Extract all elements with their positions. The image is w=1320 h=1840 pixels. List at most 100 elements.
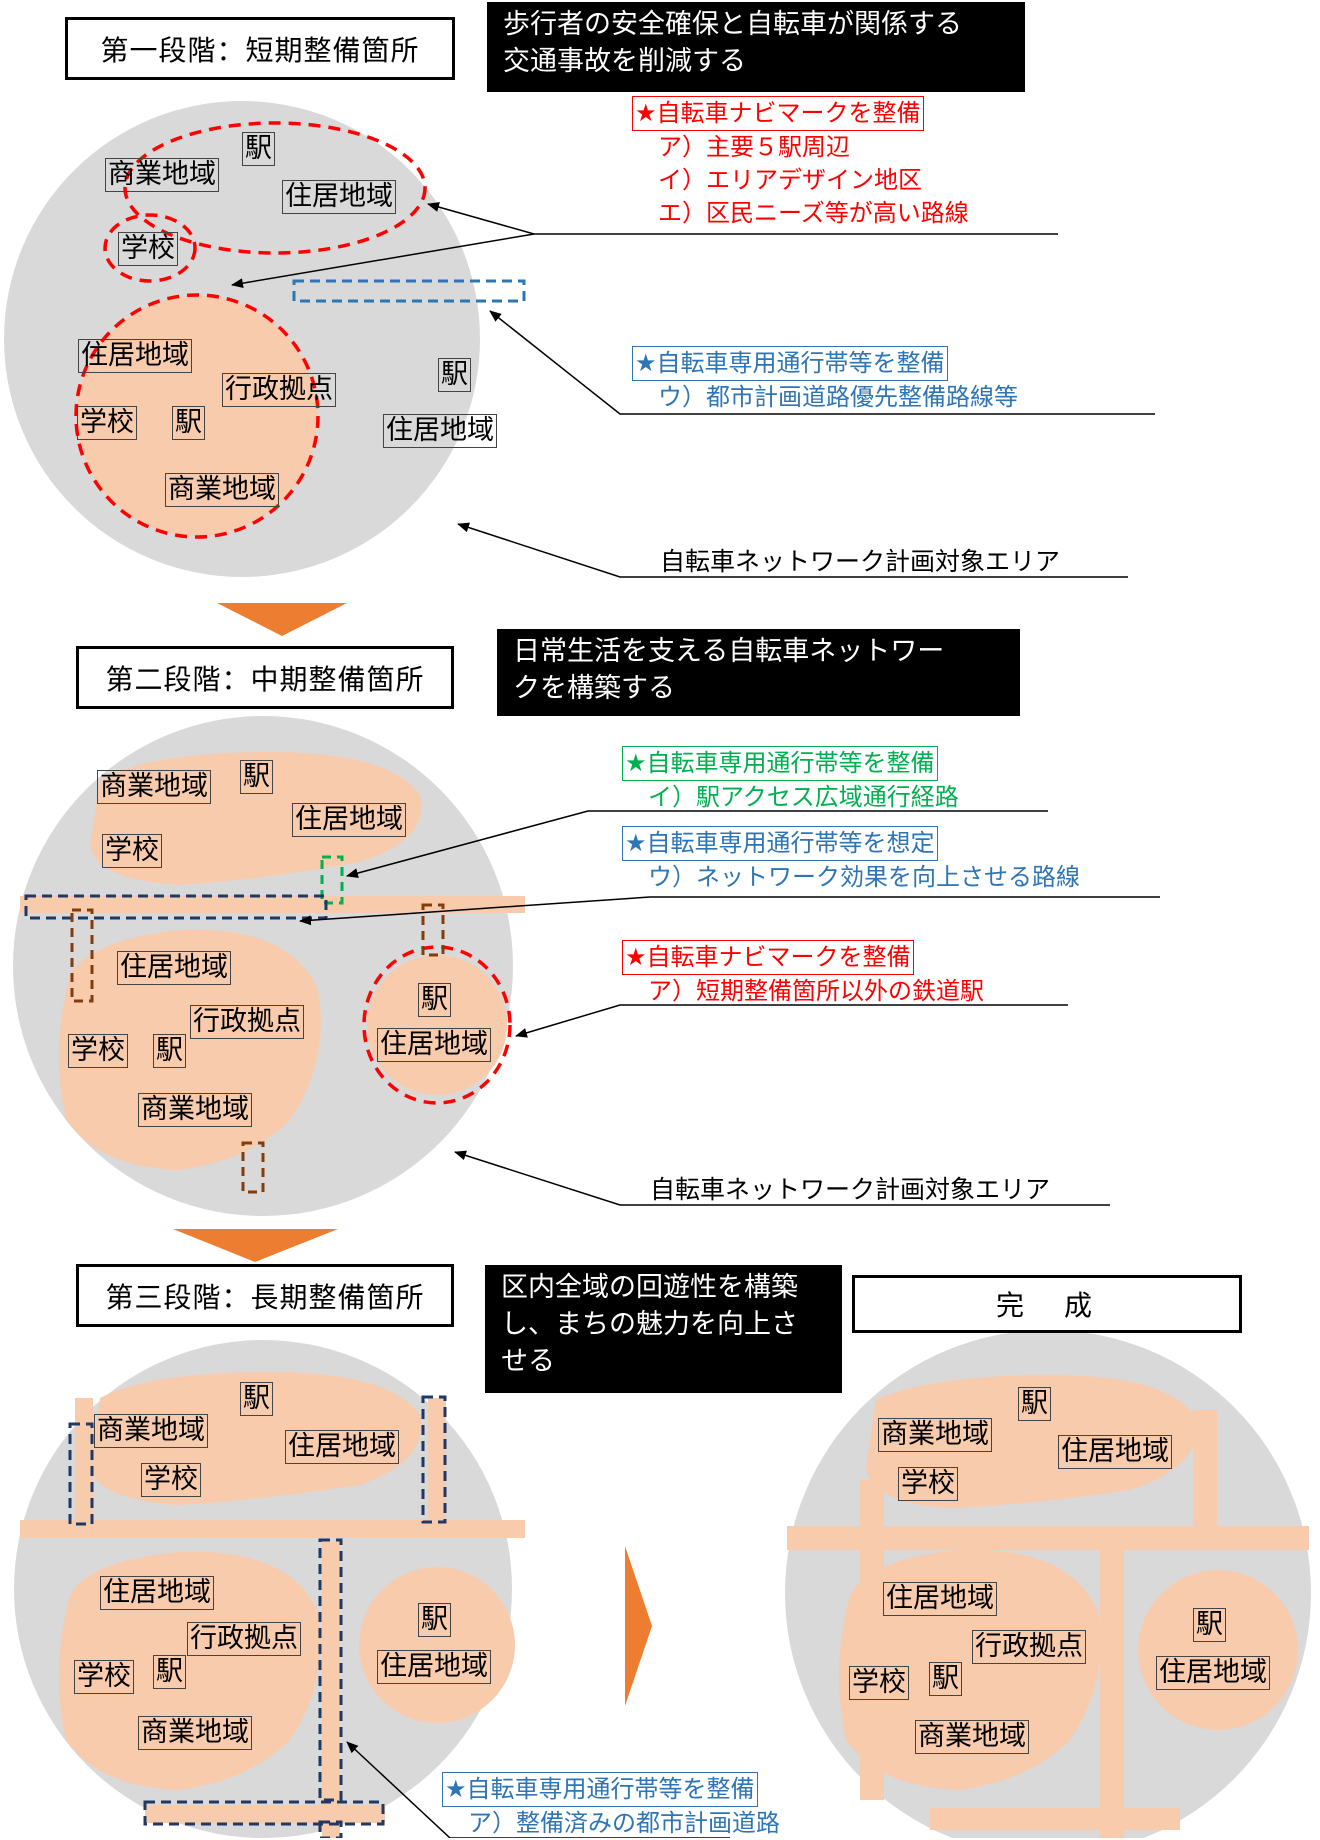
stage2-residential-b-label: 住居地域 [117, 951, 231, 985]
complete-road-h2 [930, 1808, 1180, 1830]
stage3-lane-1 [68, 1422, 94, 1526]
stage3-residential-b-label: 住居地域 [100, 1576, 214, 1610]
stage3-lane-5 [318, 1820, 343, 1838]
stage3-lane-4 [143, 1800, 385, 1826]
stage1-navi-leader-2 [231, 233, 535, 289]
complete-residential-label: 住居地域 [1058, 1435, 1172, 1469]
complete-road-v2 [1193, 1410, 1217, 1550]
stage3-station-b-label: 駅 [153, 1655, 186, 1689]
stage2-blue-u: ウ）ネットワーク効果を向上させる路線 [648, 863, 1080, 891]
stage3-lane-3 [318, 1538, 343, 1802]
complete-title: 完 成 [852, 1275, 1242, 1333]
stage1-goal-line2: 交通事故を削減する [503, 46, 746, 77]
stage2-navi-zone-c [362, 945, 512, 1105]
stage2-navi-head: ★自転車ナビマークを整備 [622, 940, 914, 975]
stage2-green-head: ★自転車専用通行帯等を整備 [622, 746, 938, 781]
complete-admin-label: 行政拠点 [972, 1630, 1086, 1664]
complete-school-label: 学校 [898, 1467, 958, 1501]
stage2-school-label: 学校 [102, 834, 162, 868]
stage1-residential-c-label: 住居地域 [383, 414, 497, 448]
complete-commercial-b-label: 商業地域 [915, 1720, 1029, 1754]
stage1-navi-head: ★自転車ナビマークを整備 [632, 96, 924, 131]
stage1-lane-note: ★自転車専用通行帯等を整備 ウ）都市計画道路優先整備路線等 [632, 346, 1018, 414]
stage3-station-label: 駅 [240, 1382, 273, 1416]
stage2-green-leader [346, 810, 1048, 878]
stage1-station-zone-b [77, 296, 317, 536]
stage2-area-leader [454, 1150, 1110, 1206]
stage2-blue-head: ★自転車専用通行帯等を想定 [622, 826, 938, 861]
stage3-residential-c-label: 住居地域 [377, 1650, 491, 1684]
stage1-navi-a: ア）主要５駅周辺 [658, 133, 850, 161]
stage2-station-c-label: 駅 [418, 983, 451, 1017]
stage3-goal: 区内全域の回遊性を構築 し、まちの魅力を向上さ せる [485, 1265, 842, 1393]
stage3-goal-line3: せる [501, 1346, 555, 1377]
stage1-to-stage2-arrow [217, 603, 347, 636]
stage1-station-b-label: 駅 [172, 406, 205, 440]
stage3-zone-a [90, 1372, 422, 1505]
stage1-navi-note: ★自転車ナビマークを整備 ア）主要５駅周辺 イ）エリアデザイン地区 エ）区民ニー… [632, 96, 969, 230]
stage1-residential-b-label: 住居地域 [78, 339, 192, 373]
stage2-goal-line1: 日常生活を支える自転車ネットワー [513, 636, 945, 667]
stage1-lane-u: ウ）都市計画道路優先整備路線等 [658, 383, 1018, 411]
stage3-school-label: 学校 [141, 1463, 201, 1497]
complete-residential-b-label: 住居地域 [883, 1582, 997, 1616]
stage3-to-complete-arrow [625, 1546, 652, 1706]
stage2-road [20, 896, 525, 913]
complete-road-v1 [860, 1480, 884, 1800]
stage1-navi-e: エ）区民ニーズ等が高い路線 [658, 199, 969, 227]
stage1-residential-label: 住居地域 [282, 180, 396, 214]
stage3-road-h [20, 1520, 525, 1538]
stage1-goal: 歩行者の安全確保と自転車が関係する 交通事故を削減する [487, 2, 1025, 92]
stage2-commercial-b-label: 商業地域 [138, 1093, 252, 1127]
stage2-diagram [13, 716, 1160, 1262]
stage2-navi-note: ★自転車ナビマークを整備 ア）短期整備箇所以外の鉄道駅 [622, 940, 984, 1008]
complete-zone-a [866, 1375, 1197, 1508]
stage3-title: 第三段階：長期整備箇所 [76, 1264, 454, 1327]
stage2-brown-lane-3 [241, 1141, 265, 1194]
stage1-area-leader [457, 522, 1128, 578]
stage2-goal: 日常生活を支える自転車ネットワー クを構築する [497, 629, 1020, 716]
stage2-brown-lane-2 [421, 903, 445, 957]
stage2-station-label: 駅 [240, 760, 273, 794]
stage3-station-c-label: 駅 [418, 1603, 451, 1637]
stage3-commercial-b-label: 商業地域 [138, 1716, 252, 1750]
complete-residential-c-label: 住居地域 [1156, 1656, 1270, 1690]
stage1-area-caption: 自転車ネットワーク計画対象エリア [660, 547, 1061, 576]
stage3-lane-2 [421, 1395, 447, 1524]
stage1-lane-leader [489, 310, 1155, 415]
stage2-blue-leader [299, 896, 1160, 926]
stage3-lane-a: ア）整備済みの都市計画道路 [468, 1809, 780, 1837]
stage2-zone-b [58, 929, 321, 1170]
stage2-school-b-label: 学校 [68, 1034, 128, 1068]
stage2-residential-c-label: 住居地域 [377, 1028, 491, 1062]
complete-station-b-label: 駅 [929, 1662, 962, 1696]
complete-school-b-label: 学校 [849, 1666, 909, 1700]
stage1-school-b-label: 学校 [77, 406, 137, 440]
complete-zone-c [1138, 1570, 1298, 1730]
stage1-lane-segment [292, 279, 526, 303]
complete-road-v3 [1100, 1540, 1124, 1838]
complete-commercial-label: 商業地域 [878, 1418, 992, 1452]
complete-diagram [785, 1330, 1311, 1838]
stage2-green-note: ★自転車専用通行帯等を整備 イ）駅アクセス広域通行経路 [622, 746, 959, 814]
complete-station-label: 駅 [1018, 1387, 1051, 1421]
stage1-navi-i: イ）エリアデザイン地区 [658, 166, 922, 194]
stage1-commercial-b-label: 商業地域 [165, 473, 279, 507]
stage2-residential-label: 住居地域 [292, 803, 406, 837]
stage1-school-label: 学校 [118, 232, 178, 266]
stage3-road-v1 [75, 1398, 93, 1538]
stage1-navi-zone-a [123, 121, 427, 255]
stage2-title: 第二段階：中期整備箇所 [76, 646, 454, 709]
stage2-commercial-label: 商業地域 [97, 770, 211, 804]
stage1-title: 第一段階：短期整備箇所 [65, 17, 455, 80]
stage3-road-v2 [428, 1398, 446, 1538]
stage2-blue-lane [24, 894, 328, 920]
stage1-station-label: 駅 [242, 132, 275, 166]
stage2-blue-note: ★自転車専用通行帯等を想定 ウ）ネットワーク効果を向上させる路線 [622, 826, 1080, 894]
stage2-admin-label: 行政拠点 [190, 1005, 304, 1039]
stage1-admin-label: 行政拠点 [222, 373, 336, 407]
stage2-area-caption: 自転車ネットワーク計画対象エリア [650, 1175, 1051, 1204]
stage1-station-c-label: 駅 [438, 358, 471, 392]
